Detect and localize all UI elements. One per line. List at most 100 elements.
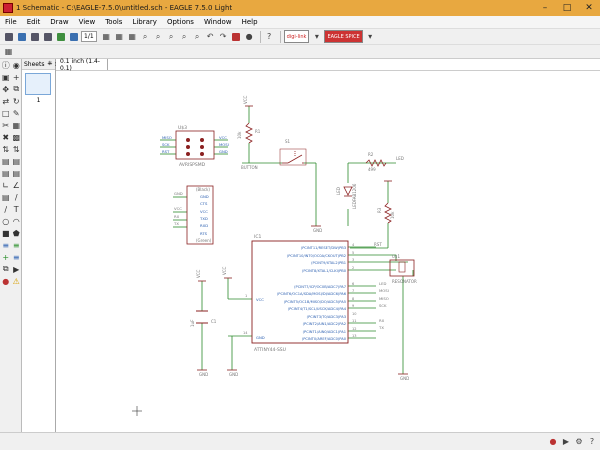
led[interactable]: LEDFAB1206 LED: [336, 183, 357, 209]
toolbar-divider: [259, 30, 261, 43]
zoom-in-icon[interactable]: ⌕: [155, 31, 161, 41]
help-icon[interactable]: ?: [267, 32, 272, 41]
add-icon[interactable]: ▩: [12, 132, 21, 142]
gnd-symbol[interactable]: GND: [227, 369, 238, 377]
eagle-spice-button[interactable]: EAGLE SPICE: [324, 30, 363, 43]
rotate-icon[interactable]: ↻: [12, 96, 20, 106]
isp-header[interactable]: U$3 AVRISPSMD MISO SCK RST VCC MOSI GND: [162, 125, 229, 168]
menu-library[interactable]: Library: [132, 18, 157, 26]
gnd-symbol[interactable]: GND: [311, 225, 322, 233]
arc-icon[interactable]: ◠: [12, 216, 20, 226]
mark-icon[interactable]: +: [12, 72, 20, 82]
grid-icon-3[interactable]: ▦: [128, 32, 136, 41]
close-button[interactable]: ✕: [585, 3, 593, 13]
zoom-redraw-icon[interactable]: ⌕: [194, 31, 200, 41]
cut-icon[interactable]: ✂: [2, 120, 10, 130]
display-icon[interactable]: ▣: [1, 72, 10, 82]
junction-icon[interactable]: +: [2, 252, 10, 262]
sheet-thumbnail[interactable]: [25, 73, 51, 95]
vcc-symbol[interactable]: VCC: [243, 95, 253, 107]
open-icon[interactable]: [3, 31, 14, 42]
print-icon[interactable]: [29, 31, 40, 42]
ic-attiny44[interactable]: IC1 ATTINY44-SSU (PCINT11/RESET/DW)PB3 (…: [243, 234, 389, 353]
resistor-r2[interactable]: R2 499 LED: [365, 152, 404, 172]
ic-pin-pa0: (PCINT0/AREF/ADC0)PA0: [302, 337, 347, 341]
circle-icon[interactable]: ○: [2, 216, 10, 226]
dimension-icon[interactable]: ▶: [13, 264, 20, 274]
ftdi-header[interactable]: (Black) (Green) GND CTS VCC TXD RXD RTS …: [173, 185, 214, 245]
dropdown-arrow-icon[interactable]: ▾: [314, 32, 319, 41]
grid-select[interactable]: 1/1: [81, 31, 97, 42]
go-status-icon[interactable]: ▶: [562, 437, 570, 446]
save-icon[interactable]: [16, 31, 27, 42]
maximize-button[interactable]: □: [562, 3, 572, 13]
undo-icon[interactable]: ↶: [206, 32, 214, 41]
capacitor-c1[interactable]: VCC C1 1uF GND: [190, 269, 217, 377]
move-icon[interactable]: ✥: [2, 84, 10, 94]
go-icon[interactable]: ●: [245, 32, 253, 41]
minimize-button[interactable]: –: [542, 3, 548, 13]
erc-icon[interactable]: ●: [2, 276, 10, 286]
r2-value: 499: [368, 167, 376, 172]
paste-icon[interactable]: ▦: [12, 120, 21, 130]
smash-icon[interactable]: ▤: [12, 168, 21, 178]
pin-icon[interactable]: ⎈: [47, 60, 53, 67]
zoom-select-icon[interactable]: ⌕: [181, 31, 187, 41]
menu-tools[interactable]: Tools: [105, 18, 123, 26]
invoke-icon[interactable]: ▤: [1, 192, 10, 202]
errors-icon[interactable]: ⚠: [12, 276, 20, 286]
cam-icon[interactable]: [42, 31, 53, 42]
stop-status-icon[interactable]: ●: [549, 437, 557, 446]
dropdown-arrow-icon[interactable]: ▾: [368, 32, 373, 41]
replace-icon[interactable]: ▤: [1, 156, 10, 166]
rect-icon[interactable]: ■: [1, 228, 10, 238]
help-status-icon[interactable]: ?: [589, 437, 595, 446]
group-icon[interactable]: □: [1, 108, 10, 118]
resistor-r1[interactable]: R1 10k: [237, 122, 261, 144]
pinswap-icon[interactable]: ⇅: [2, 144, 10, 154]
wire-icon[interactable]: /: [14, 192, 18, 202]
grid-icon-2[interactable]: ▦: [115, 32, 123, 41]
attribute-icon[interactable]: ⧉: [2, 264, 9, 273]
layer-icon[interactable]: [68, 31, 79, 42]
show-icon[interactable]: ◉: [12, 60, 20, 70]
resonator[interactable]: U$1 RESONATOR GND: [389, 254, 417, 381]
menu-options[interactable]: Options: [166, 18, 194, 26]
net-icon[interactable]: ≡: [12, 240, 20, 250]
resistor-r3[interactable]: 10k R3 RST: [374, 180, 395, 247]
zoom-fit-icon[interactable]: ⌕: [142, 31, 148, 41]
switch-s1[interactable]: S1 BUTTON: [241, 139, 307, 170]
schematic-canvas[interactable]: U$3 AVRISPSMD MISO SCK RST VCC MOSI GND …: [56, 71, 600, 432]
grid-settings-icon[interactable]: ▦: [4, 47, 13, 56]
menu-help[interactable]: Help: [241, 18, 258, 26]
bus-icon[interactable]: ≡: [2, 240, 10, 250]
copy-icon[interactable]: ⧉: [13, 84, 20, 93]
text-icon[interactable]: T: [13, 204, 19, 214]
polygon-icon[interactable]: ⬟: [12, 228, 20, 238]
info-icon[interactable]: ⓘ: [1, 60, 10, 70]
menu-draw[interactable]: Draw: [50, 18, 69, 26]
zoom-out-icon[interactable]: ⌕: [168, 31, 174, 41]
wire-draw-icon[interactable]: ∕: [4, 204, 8, 214]
grid-icon[interactable]: ▦: [102, 32, 110, 41]
vcc-symbol[interactable]: VCC: [222, 266, 232, 279]
menu-edit[interactable]: Edit: [26, 18, 41, 26]
miter-icon[interactable]: ∟: [2, 180, 10, 190]
menu-window[interactable]: Window: [203, 18, 232, 26]
label-icon[interactable]: ≡: [12, 252, 20, 262]
split-icon[interactable]: ∠: [12, 180, 20, 190]
settings-icon[interactable]: ⚙: [575, 437, 583, 446]
menu-file[interactable]: File: [5, 18, 17, 26]
digi-link-button[interactable]: digi-link: [283, 30, 310, 43]
name-icon[interactable]: ▤: [12, 156, 21, 166]
command-input[interactable]: [110, 59, 600, 70]
change-icon[interactable]: ✎: [12, 108, 20, 118]
mirror-icon[interactable]: ⇄: [2, 96, 10, 106]
board-icon[interactable]: [55, 31, 66, 42]
delete-icon[interactable]: ✖: [2, 132, 10, 142]
menu-view[interactable]: View: [78, 18, 96, 26]
stop-icon[interactable]: [231, 31, 242, 42]
value-icon[interactable]: ▤: [1, 168, 10, 178]
gateswap-icon[interactable]: ⇅: [12, 144, 20, 154]
redo-icon[interactable]: ↷: [219, 32, 227, 41]
